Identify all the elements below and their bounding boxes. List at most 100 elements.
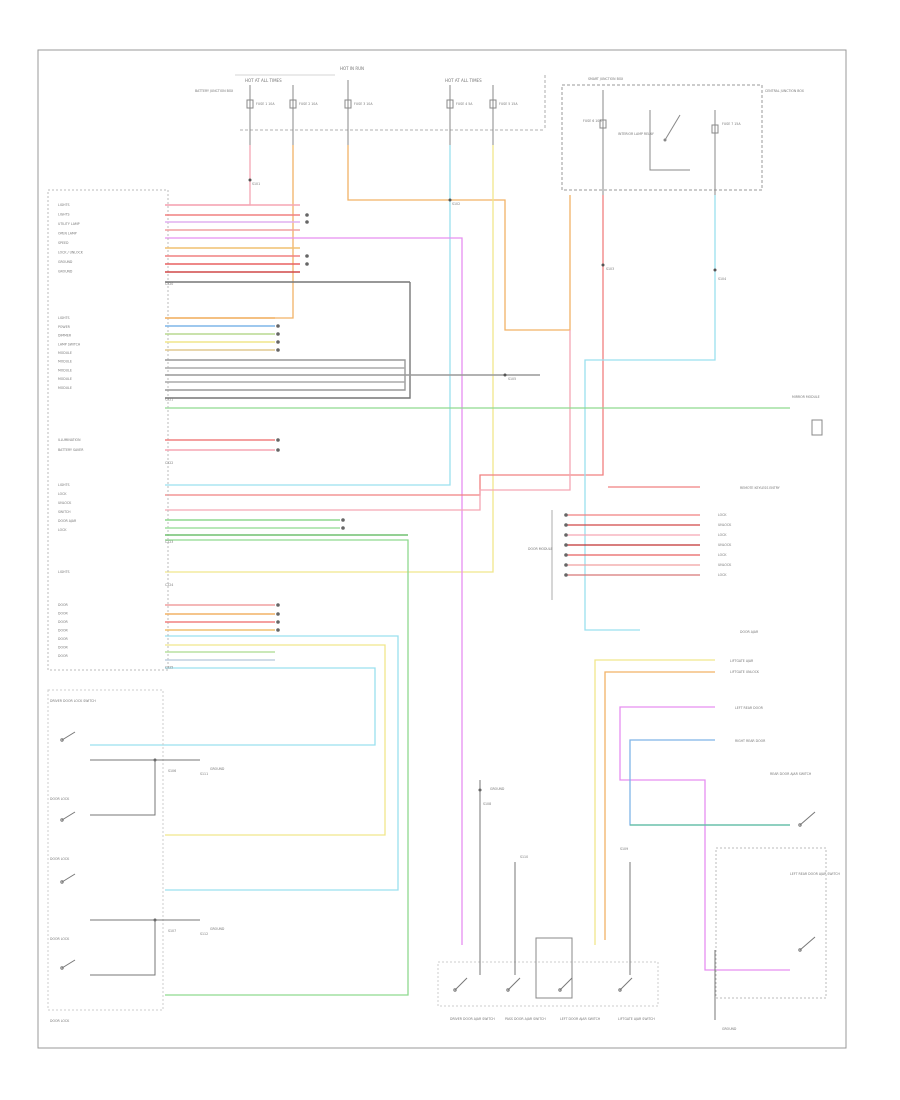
module-pin-label: LAMP SWITCH bbox=[58, 342, 81, 346]
fuse-2-icon bbox=[289, 85, 297, 145]
module-pin-label: POWER bbox=[58, 325, 71, 329]
fuse-1-icon bbox=[246, 85, 254, 145]
module-pin-label: DOOR AJAR bbox=[58, 519, 77, 523]
left-switch-label-5: DOOR LOCK bbox=[50, 1019, 70, 1023]
liftgate-ajar-label: LIFTGATE AJAR bbox=[730, 659, 754, 663]
fuse-7-label: FUSE 7 15A bbox=[722, 122, 741, 126]
diagram-border bbox=[37, 49, 847, 1049]
splice-label: S101 bbox=[252, 182, 260, 186]
connector-code: C224 bbox=[165, 583, 173, 587]
splice-label: S106 bbox=[168, 769, 176, 773]
left-ground-label-1: GROUND bbox=[210, 767, 225, 771]
fuse-4-label: FUSE 4 5A bbox=[456, 102, 473, 106]
module-pin-label: UTILITY LAMP bbox=[58, 222, 80, 226]
wire-yellow-a bbox=[165, 145, 494, 573]
left-switches bbox=[47, 689, 200, 1011]
module-pin-label: LIGHTS bbox=[58, 316, 70, 320]
left-switch-label-3: DOOR LOCK bbox=[50, 857, 70, 861]
mirror-module-label: MIRROR MODULE bbox=[792, 395, 820, 399]
module-pin-label: LIGHTS bbox=[58, 213, 70, 217]
module-pin-label: GROUND bbox=[58, 260, 73, 264]
central-junction-box-label: CENTRAL JUNCTION BOX bbox=[765, 89, 805, 93]
module-pin-label: OPEN LAMP bbox=[58, 232, 77, 236]
feature-connector-icon bbox=[564, 563, 568, 567]
relay-icon bbox=[649, 110, 690, 171]
feature-label: UNLOCK bbox=[718, 543, 732, 547]
hot-label-b: HOT IN RUN bbox=[340, 66, 364, 71]
feature-connector-icon bbox=[564, 543, 568, 547]
fuse-5-label: FUSE 5 15A bbox=[499, 102, 518, 106]
module-pin-label: LIGHTS bbox=[58, 203, 70, 207]
fuse-1-label: FUSE 1 10A bbox=[256, 102, 275, 106]
door-ajar-label: DOOR AJAR bbox=[740, 630, 759, 634]
rear-ajar-switch-label: REAR DOOR AJAR SWITCH bbox=[770, 772, 812, 776]
feature-label: LOCK bbox=[718, 513, 727, 517]
module-pin-label: LOCK / UNLOCK bbox=[58, 251, 84, 255]
wire-violet-a bbox=[165, 237, 463, 945]
feature-label: UNLOCK bbox=[718, 523, 732, 527]
module-pin-label: DOOR bbox=[58, 603, 68, 607]
left-switch-labels: DRIVER DOOR LOCK SWITCH DOOR LOCK DOOR L… bbox=[50, 699, 225, 1023]
lr-ajar-switch-label: LEFT REAR DOOR AJAR SWITCH bbox=[790, 872, 840, 876]
harness-strips bbox=[165, 204, 540, 661]
feature-label: UNLOCK bbox=[718, 563, 732, 567]
splice-label: S105 bbox=[508, 377, 516, 381]
splice-label: S104 bbox=[718, 277, 726, 281]
wire-cyan-b bbox=[584, 195, 716, 631]
hot-label-c: HOT AT ALL TIMES bbox=[445, 78, 482, 83]
wire-orange-a bbox=[165, 145, 294, 319]
bottom-label-3: LEFT DOOR AJAR SWITCH bbox=[560, 1017, 601, 1021]
splice-label: S107 bbox=[168, 929, 176, 933]
splice-dots bbox=[153, 178, 717, 922]
center-ground-label: GROUND bbox=[490, 787, 505, 791]
feature-group-label: DOOR MODULE bbox=[528, 547, 553, 551]
splice-label: S103 bbox=[606, 267, 614, 271]
module-pin-label: LIGHTS bbox=[58, 483, 70, 487]
module-pin-label: DOOR bbox=[58, 637, 68, 641]
left-rear-door-label: LEFT REAR DOOR bbox=[735, 706, 764, 710]
smart-junction-box bbox=[561, 84, 763, 191]
wire-red-a bbox=[165, 195, 604, 496]
bottom-switches bbox=[437, 780, 659, 1007]
module-pin-label: UNLOCK bbox=[58, 501, 72, 505]
module-pin-label: DOOR bbox=[58, 620, 68, 624]
bottom-label-2: PASS DOOR AJAR SWITCH bbox=[505, 1017, 546, 1021]
connector-arrows bbox=[276, 213, 345, 632]
feature-label: LOCK bbox=[718, 553, 727, 557]
bottom-label-4: LIFTGATE AJAR SWITCH bbox=[618, 1017, 655, 1021]
splice-label: S111 bbox=[200, 772, 208, 776]
right-switch-icon bbox=[798, 811, 816, 952]
left-ground-label-2: GROUND bbox=[210, 927, 225, 931]
left-switch-label-4: DOOR LOCK bbox=[50, 937, 70, 941]
fuse-7-icon bbox=[711, 110, 719, 195]
feature-connector-icon bbox=[564, 573, 568, 577]
feature-connector-icon bbox=[564, 513, 568, 517]
fuse-6-label: FUSE 6 10A bbox=[583, 119, 602, 123]
module-outline bbox=[47, 189, 169, 671]
right-rear-door-label: RIGHT REAR DOOR bbox=[735, 739, 766, 743]
module-pin-label: SPEED bbox=[58, 241, 69, 245]
connector-code: C221 bbox=[165, 397, 173, 401]
module-pin-label: GROUND bbox=[58, 270, 73, 274]
remote-keyless-label: REMOTE KEYLESS ENTRY bbox=[740, 486, 780, 490]
wire-orange-b bbox=[347, 145, 571, 331]
splice-label: S102 bbox=[452, 202, 460, 206]
module-pin-label: LIGHTS bbox=[58, 570, 70, 574]
module-pin-label: BATTERY SAVER bbox=[58, 448, 84, 452]
smart-junction-box-label: SMART JUNCTION BOX bbox=[588, 77, 624, 81]
fuse-6-icon bbox=[599, 90, 607, 195]
module-pin-label: DOOR bbox=[58, 654, 68, 658]
wire-cyan-c bbox=[165, 635, 399, 891]
left-switch-label-1: DRIVER DOOR LOCK SWITCH bbox=[50, 699, 96, 703]
fuse-3-label: FUSE 3 10A bbox=[354, 102, 373, 106]
module-pin-label: MODULE bbox=[58, 386, 72, 390]
wire-cyan-d bbox=[90, 667, 376, 746]
feature-connector-icon bbox=[564, 533, 568, 537]
module-labels: LIGHTS LIGHTS UTILITY LAMP OPEN LAMP SPEED LO… bbox=[58, 203, 173, 669]
bottom-labels: DRIVER DOOR AJAR SWITCH PASS DOOR AJAR S… bbox=[450, 787, 655, 1021]
wire-cyan-a bbox=[165, 145, 451, 486]
module-pin-label: DOOR bbox=[58, 646, 68, 650]
wire-violet-b bbox=[619, 706, 790, 971]
module-pin-label: SWITCH bbox=[58, 510, 71, 514]
battery-junction-box-label: BATTERY JUNCTION BOX bbox=[195, 89, 234, 93]
